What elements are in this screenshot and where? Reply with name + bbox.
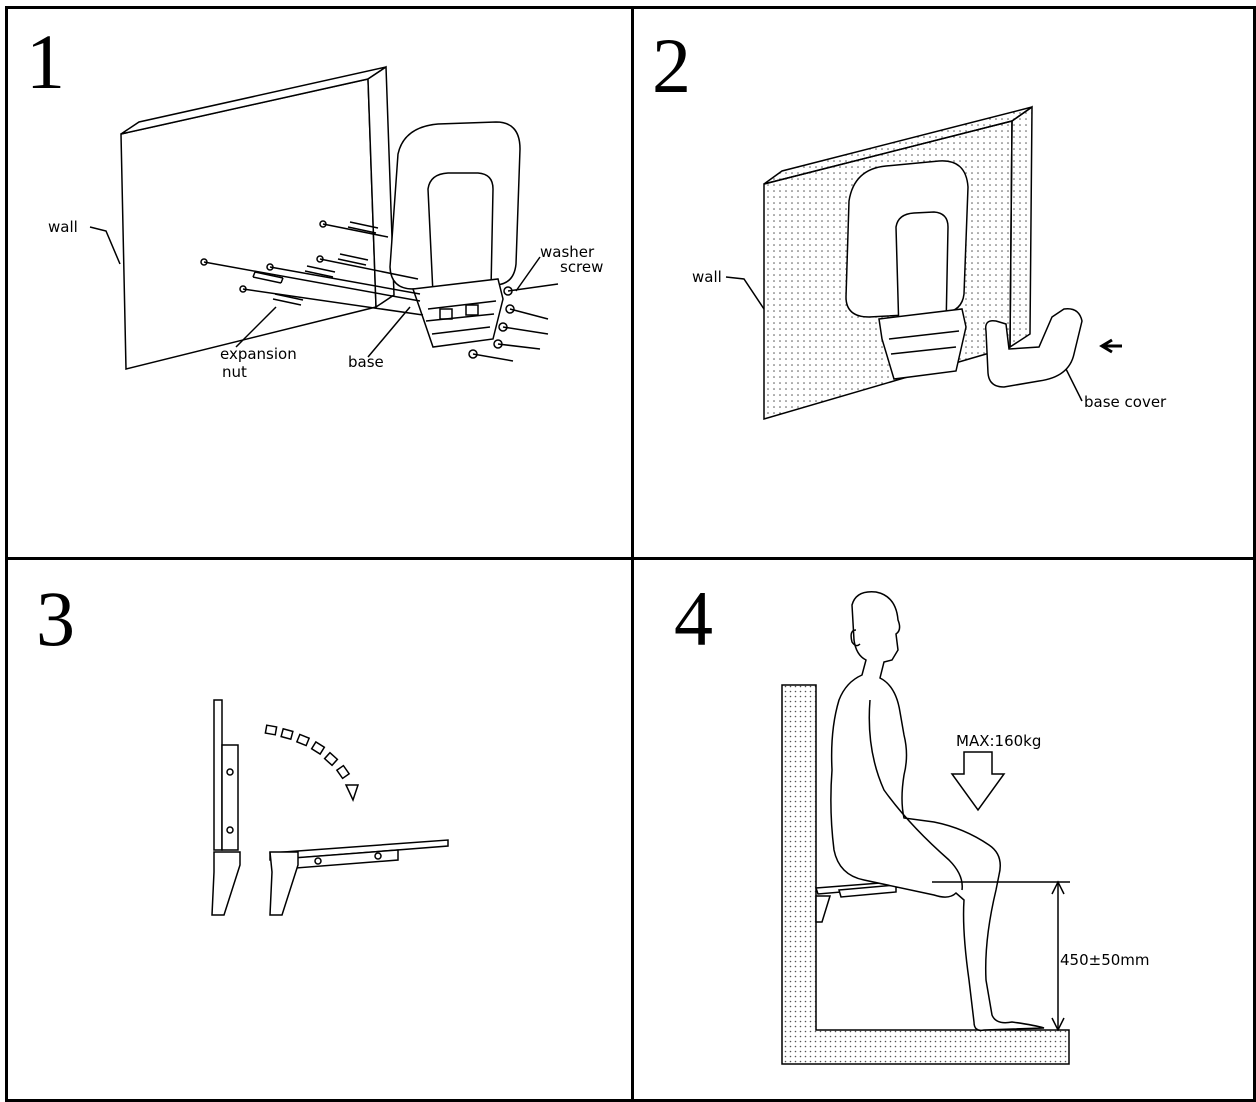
label-max-load: MAX:160kg [956, 732, 1042, 750]
horizontal-divider [5, 557, 1256, 560]
label-base: base [348, 353, 384, 371]
step-number: 1 [26, 18, 65, 105]
step-2-illustration [725, 105, 1122, 421]
backrest-inner [895, 211, 949, 334]
person-outline [830, 591, 1045, 1032]
leader-wall [725, 276, 765, 310]
vertical-divider [631, 6, 634, 1102]
backrest-inner [427, 172, 494, 295]
label-expansion: expansion [220, 345, 297, 363]
wall-slab-side [1009, 105, 1033, 349]
base-bracket [411, 278, 504, 348]
mounted-base [878, 308, 967, 380]
expansion-nuts [252, 221, 379, 306]
step-1-illustration [89, 65, 559, 370]
label-wall: wall [692, 268, 722, 286]
label-screw: screw [560, 258, 604, 276]
label-base-cover: base cover [1084, 393, 1167, 411]
label-seat-height: 450±50mm [1060, 951, 1150, 969]
step-number: 2 [652, 22, 691, 109]
step-number: 4 [674, 575, 713, 662]
leader-washer-screw [515, 256, 541, 292]
step-4-illustration [781, 591, 1070, 1065]
step-3-illustration [211, 699, 449, 916]
folding-motion-arrows [264, 724, 360, 803]
seat-folded [211, 699, 241, 916]
panel-step-3: 3 [8, 560, 631, 1102]
label-nut: nut [222, 363, 247, 381]
load-arrow [950, 751, 1006, 812]
seat-unfolded [269, 839, 449, 916]
wall-and-floor [781, 684, 1070, 1065]
label-washer: washer [540, 243, 595, 261]
leader-wall [89, 226, 121, 265]
base-cover [984, 308, 1083, 388]
person-arm [868, 699, 963, 891]
leader-base [367, 306, 411, 358]
leader-base-cover [1065, 368, 1083, 402]
step-number: 3 [36, 575, 75, 662]
panel-step-2: 2 wal [634, 9, 1253, 557]
diagram-frame [5, 6, 1256, 1102]
label-wall: wall [48, 218, 78, 236]
leader-expansion [235, 306, 277, 348]
wall-slab-side [367, 65, 395, 309]
panel-step-4: 4 [634, 560, 1253, 1102]
panel-step-1: 1 [8, 9, 631, 557]
push-arrow [1099, 338, 1122, 354]
